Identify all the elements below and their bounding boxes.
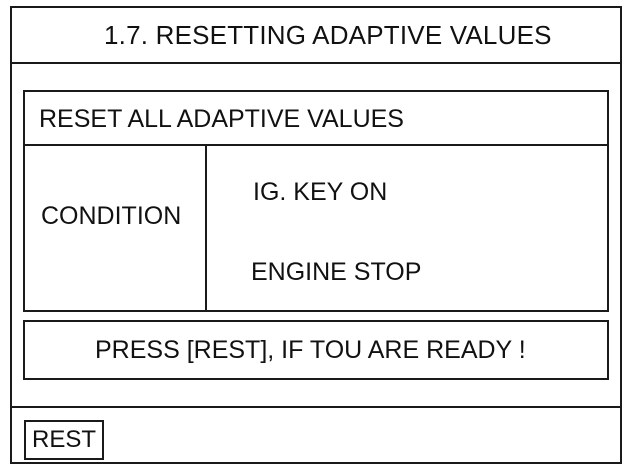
panel-header: RESET ALL ADAPTIVE VALUES <box>25 92 607 146</box>
condition-label: CONDITION <box>41 202 182 230</box>
reset-panel: RESET ALL ADAPTIVE VALUES CONDITION IG. … <box>23 90 609 312</box>
prompt-text: PRESS [REST], IF TOU ARE READY ! <box>95 336 526 364</box>
condition-item-ignition: IG. KEY ON <box>253 178 388 206</box>
condition-label-cell: CONDITION <box>25 146 207 310</box>
rest-button[interactable]: REST <box>24 420 104 460</box>
screen-frame: 1.7. RESETTING ADAPTIVE VALUES RESET ALL… <box>10 6 622 464</box>
function-key-bar: REST <box>12 406 620 464</box>
page-title: 1.7. RESETTING ADAPTIVE VALUES <box>104 20 552 50</box>
prompt-box: PRESS [REST], IF TOU ARE READY ! <box>23 320 609 380</box>
title-bar: 1.7. RESETTING ADAPTIVE VALUES <box>12 8 620 64</box>
panel-header-text: RESET ALL ADAPTIVE VALUES <box>39 105 404 133</box>
condition-item-engine: ENGINE STOP <box>251 258 422 286</box>
